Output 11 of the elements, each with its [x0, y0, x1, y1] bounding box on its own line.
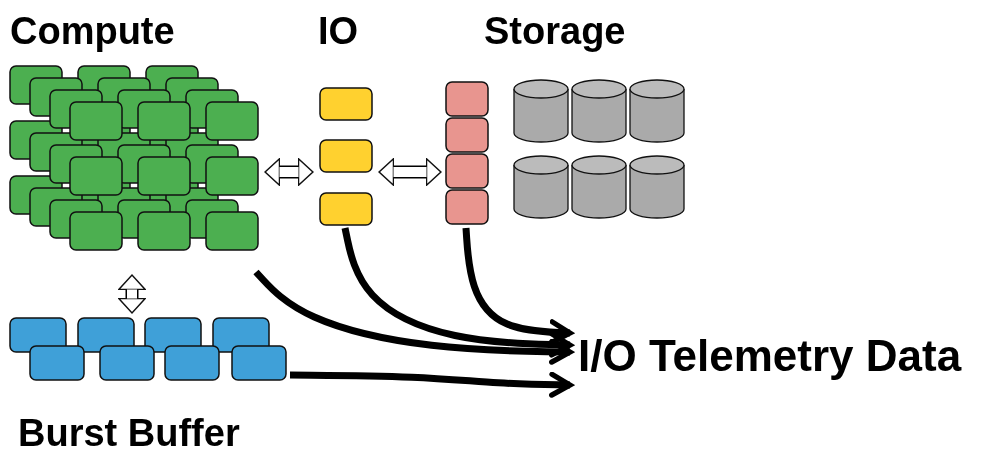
group-heading: IO: [318, 12, 359, 50]
group-heading: Burst Buffer: [18, 414, 240, 452]
arrow: [289, 371, 573, 398]
arrow: [341, 227, 573, 358]
arrow: [253, 269, 573, 365]
double-arrow: [378, 158, 442, 186]
double-arrow: [264, 158, 314, 186]
group-heading: Compute: [10, 12, 175, 50]
group-heading: Storage: [484, 12, 626, 50]
double-arrow: [118, 274, 146, 314]
output-label: I/O Telemetry Data: [578, 334, 962, 378]
